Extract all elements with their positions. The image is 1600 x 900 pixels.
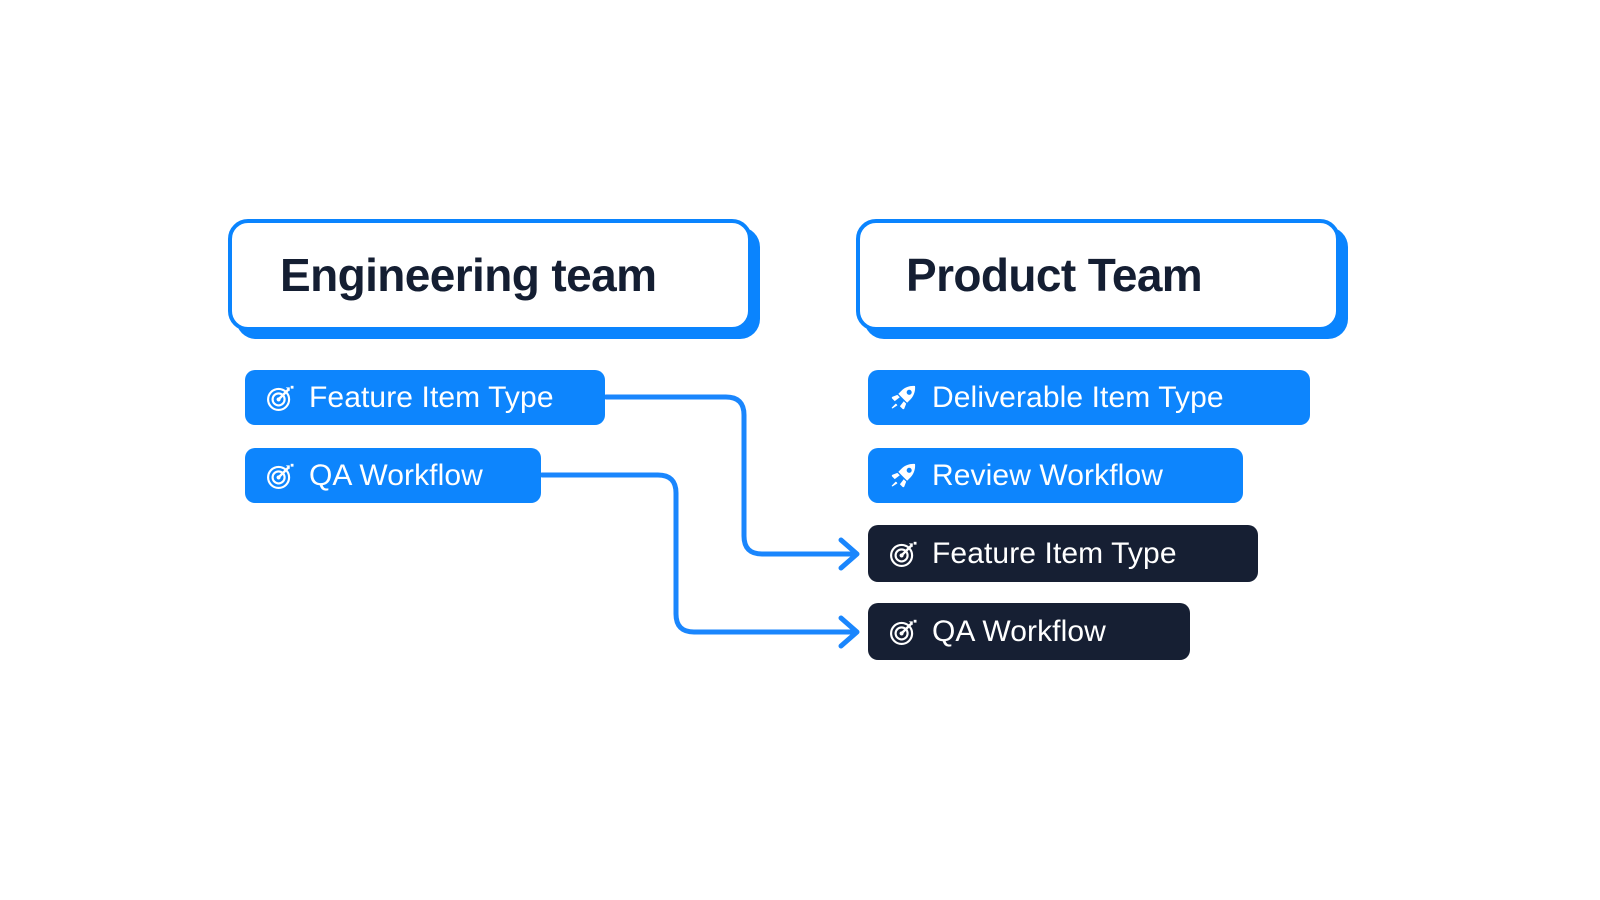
product-team-card[interactable]: Product Team [856,219,1340,331]
dart-target-icon [890,619,917,645]
product-item-qa-workflow[interactable]: QA Workflow [868,603,1190,660]
product-item-review-workflow[interactable]: Review Workflow [868,448,1243,503]
product-item-deliverable-item-type[interactable]: Deliverable Item Type [868,370,1310,425]
pill-label: Review Workflow [932,458,1163,492]
engineering-team-title: Engineering team [280,249,657,301]
engineering-item-feature-item-type[interactable]: Feature Item Type [245,370,605,425]
connector-qa-workflow [539,472,860,649]
engineering-item-qa-workflow[interactable]: QA Workflow [245,448,541,503]
product-team-title: Product Team [906,249,1203,301]
pill-label: Feature Item Type [932,536,1177,570]
rocket-icon [891,463,916,487]
connector-feature-item-type [603,394,860,571]
engineering-team-card[interactable]: Engineering team [228,219,752,331]
pill-label: QA Workflow [932,614,1106,648]
dart-target-icon [267,385,294,411]
product-item-feature-item-type[interactable]: Feature Item Type [868,525,1258,582]
chevron-arrow-right-icon [838,537,860,571]
pill-label: Deliverable Item Type [932,380,1224,414]
pill-label: Feature Item Type [309,380,554,414]
dart-target-icon [267,463,294,489]
rocket-icon [891,385,916,409]
chevron-arrow-right-icon [838,615,860,649]
dart-target-icon [890,541,917,567]
pill-label: QA Workflow [309,458,483,492]
